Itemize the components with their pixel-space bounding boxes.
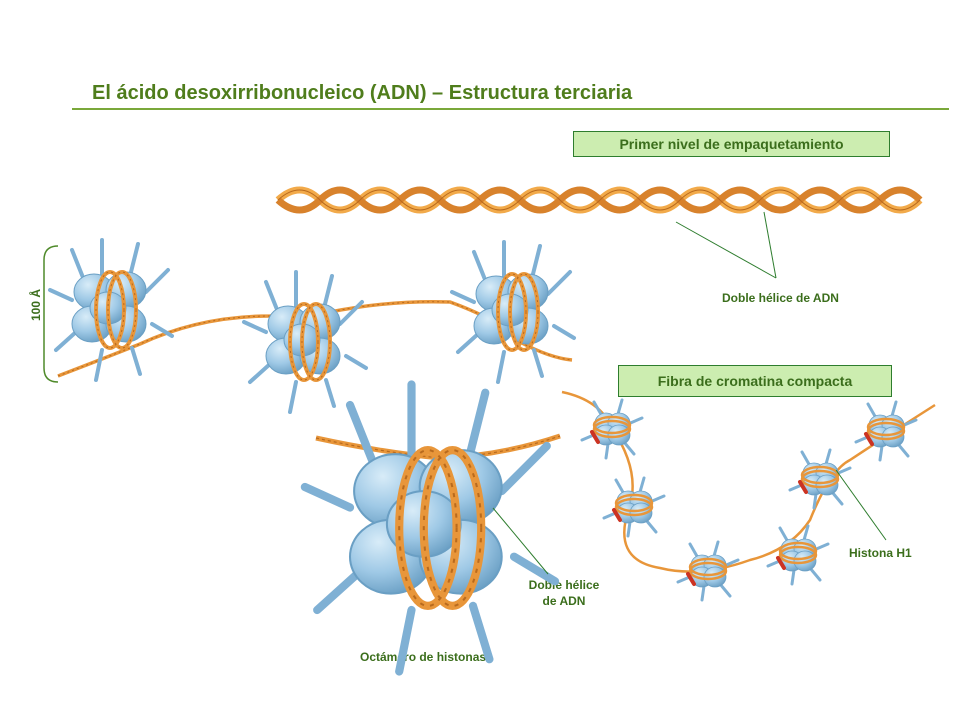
chromatin-fiber-icon [561, 390, 936, 602]
octamero-label: Octámero de histonas [360, 650, 487, 664]
doble-helice-small-pointer [492, 507, 549, 575]
nucleosome-icon [242, 270, 368, 414]
doble-helice-label: Doble hélice de ADN [722, 291, 839, 305]
title-divider [72, 108, 949, 110]
nucleosome-icon [48, 238, 174, 382]
histona-h1-label: Histona H1 [849, 546, 912, 560]
dna-double-helix-icon [275, 186, 923, 214]
histona-h1-pointer [835, 469, 887, 541]
histone-octamer-icon [305, 385, 561, 672]
scale-bracket [43, 245, 59, 383]
doble-helice-small-line1: Doble hélice [528, 578, 600, 592]
doble-helice-small-label: Doble hélice de ADN [513, 577, 615, 609]
nucleosome-icon [450, 240, 576, 384]
primer-nivel-label: Primer nivel de empaquetamiento [573, 131, 890, 157]
fibra-cromatina-label: Fibra de cromatina compacta [618, 365, 892, 397]
doble-helice-pointer [675, 211, 777, 279]
beads-on-string [48, 238, 576, 414]
page-title: El ácido desoxirribonucleico (ADN) – Est… [92, 82, 633, 104]
doble-helice-small-line2: de ADN [542, 594, 586, 608]
